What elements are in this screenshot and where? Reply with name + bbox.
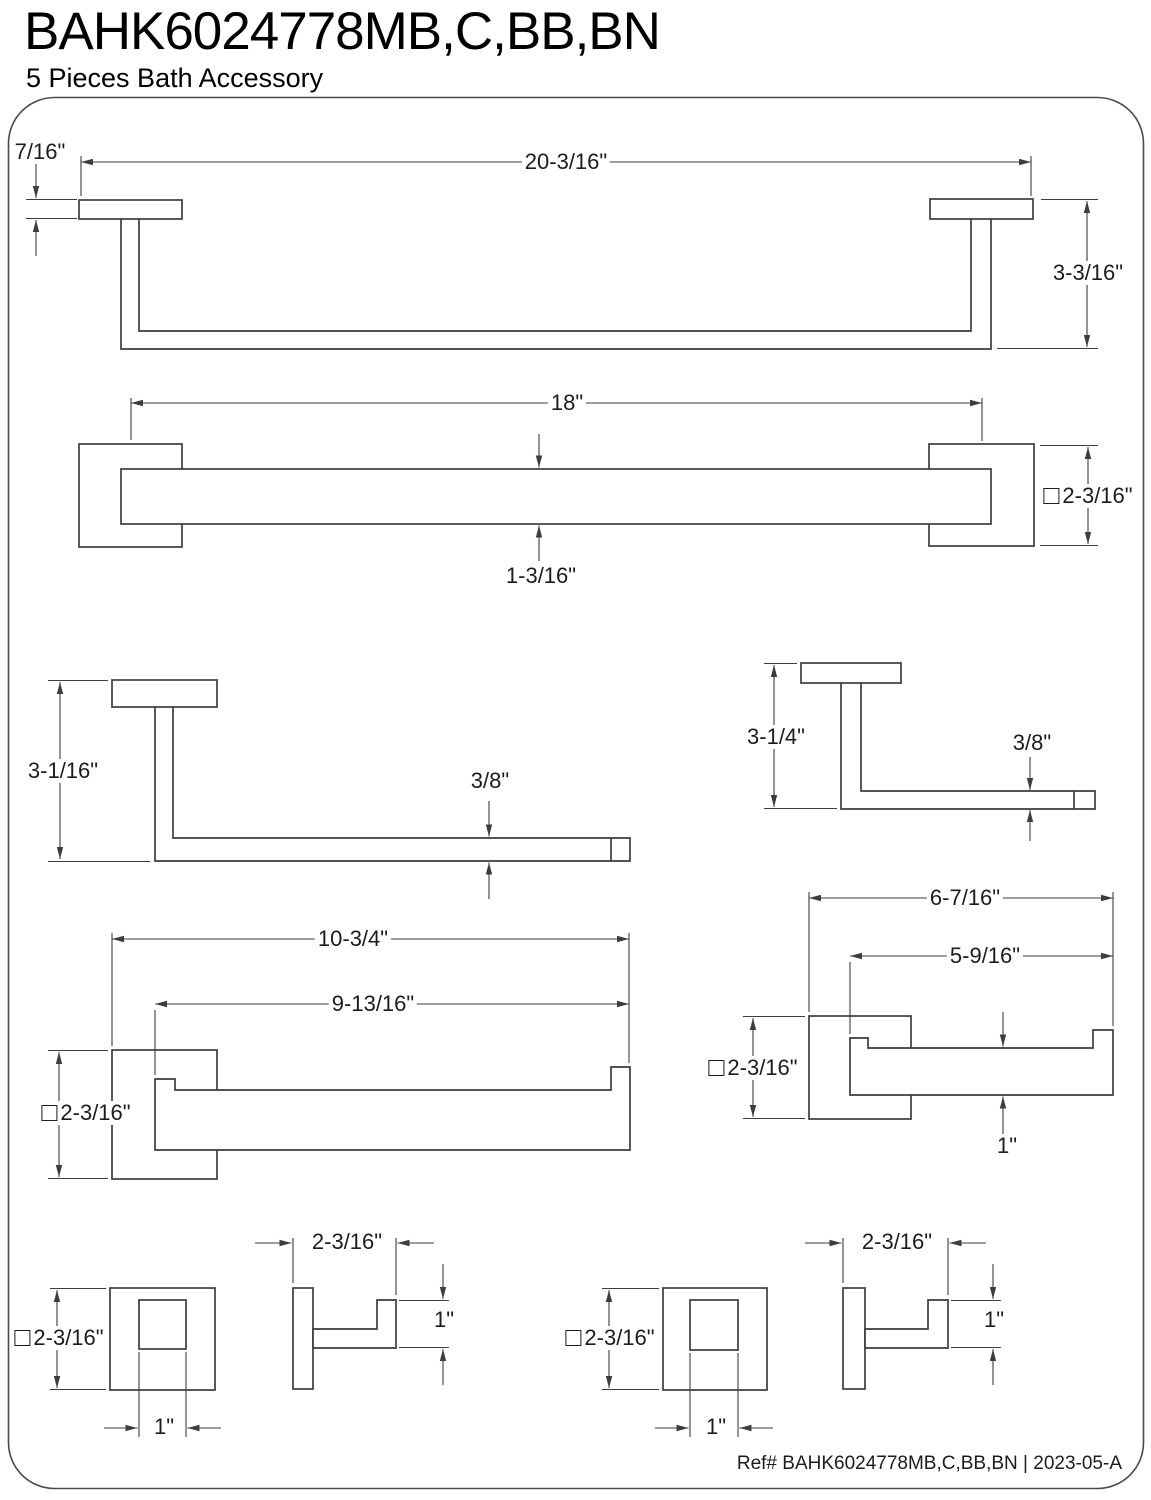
towel-bar-side-view	[26, 156, 1098, 350]
robe-hook-2-side-view	[805, 1238, 1001, 1390]
paper-holder-front-view	[743, 892, 1114, 1134]
page-subtitle: 5 Pieces Bath Accessory	[26, 63, 324, 93]
sheet-border	[7, 96, 1145, 1490]
robe-hook-1-front-view	[50, 1287, 221, 1437]
paper-holder-side-view	[764, 662, 1096, 841]
robe-hook-2-front-view	[602, 1287, 773, 1437]
robe-hook-1-side-view	[255, 1238, 449, 1390]
hand-towel-bar-side-view	[48, 679, 631, 899]
towel-bar-front-view	[78, 398, 1098, 561]
hand-towel-bar-front-view	[48, 933, 631, 1180]
page-title: BAHK6024778MB,C,BB,BN	[24, 2, 661, 61]
footer-ref: Ref# BAHK6024778MB,C,BB,BN | 2023-05-A	[736, 1453, 1122, 1474]
